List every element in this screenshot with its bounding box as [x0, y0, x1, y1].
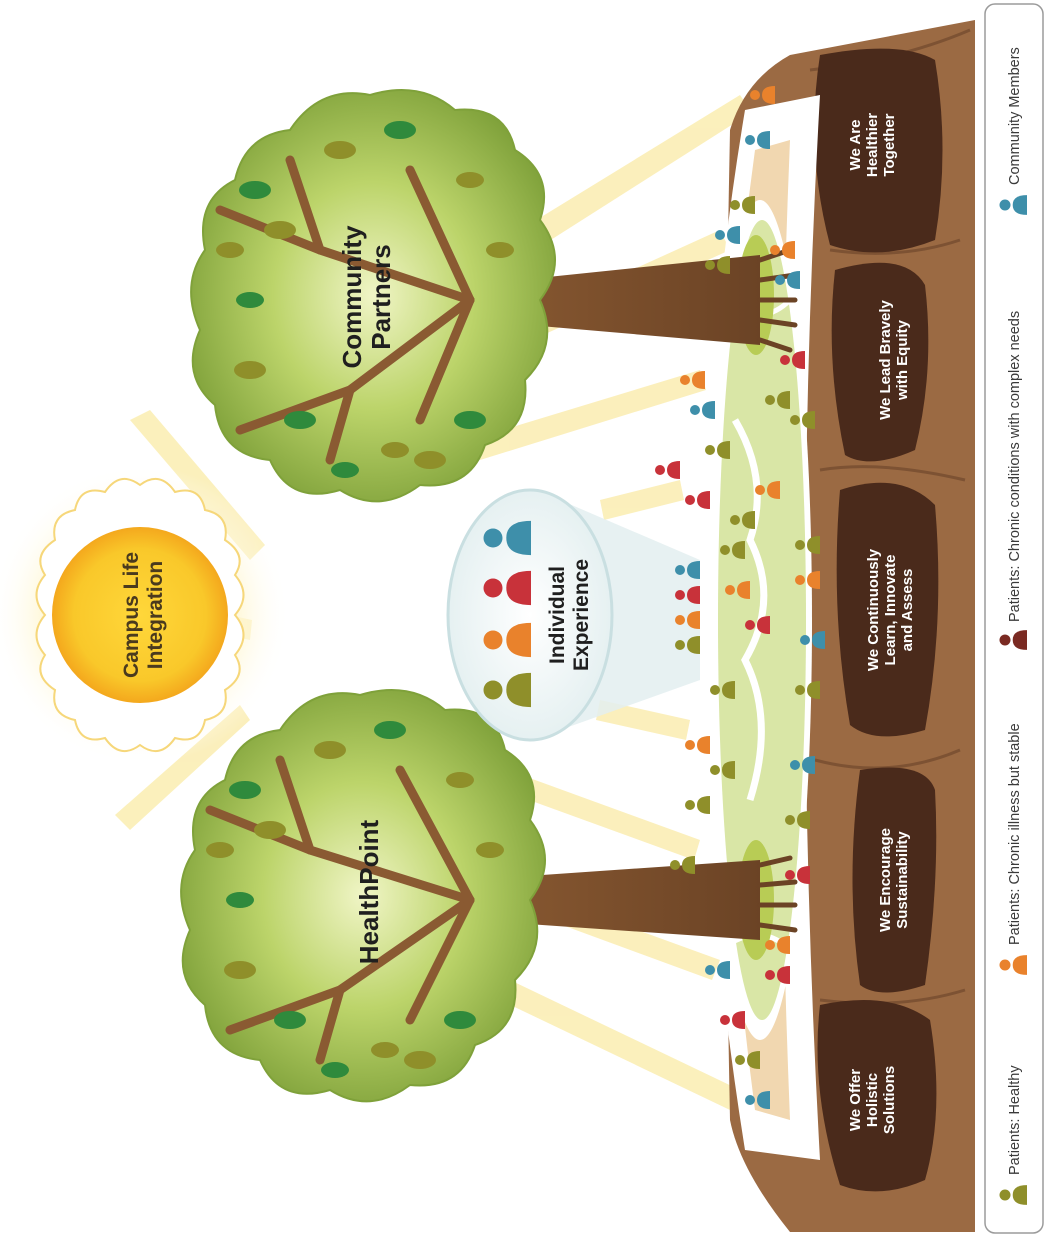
person-icon — [785, 866, 810, 884]
person-icon — [483, 622, 532, 658]
person-icon — [655, 461, 680, 479]
person-icon — [999, 955, 1028, 975]
person-icon — [765, 391, 790, 409]
person-icon — [770, 241, 795, 259]
person-icon — [765, 936, 790, 954]
person-icon — [730, 196, 755, 214]
legend-box — [984, 3, 1044, 1234]
person-icon — [745, 616, 770, 634]
person-icon — [675, 611, 700, 629]
people-layer — [483, 86, 825, 1109]
legend-label-chronic-stable: Patients: Chronic illness but stable — [1007, 723, 1023, 945]
legend-label-complex-needs: Patients: Chronic conditions with comple… — [1007, 310, 1023, 622]
person-icon — [705, 961, 730, 979]
person-icon — [685, 491, 710, 509]
tree-label-community-partners: Community Partners — [337, 225, 397, 369]
soil-value-learn-innovate: We Continuously Learn, Innovate and Asse… — [865, 548, 916, 672]
person-icon — [790, 411, 815, 429]
person-icon — [999, 630, 1028, 650]
soil-value-holistic-solutions: We Offer Holistic Solutions — [847, 1065, 898, 1135]
person-icon — [800, 631, 825, 649]
person-icon — [705, 256, 730, 274]
legend-label-healthy: Patients: Healthy — [1007, 1065, 1023, 1175]
person-icon — [730, 511, 755, 529]
person-icon — [795, 536, 820, 554]
soil-value-healthier-together: We Are Healthier Together — [847, 112, 898, 178]
soil-value-lead-bravely: We Lead Bravely with Equity — [877, 300, 911, 420]
person-icon — [705, 441, 730, 459]
tree-canopy-healthpoint — [180, 689, 546, 1103]
person-icon — [675, 636, 700, 654]
person-icon — [690, 401, 715, 419]
person-icon — [670, 856, 695, 874]
person-icon — [675, 586, 700, 604]
person-icon — [720, 541, 745, 559]
person-icon — [710, 681, 735, 699]
person-icon — [999, 195, 1028, 215]
person-icon — [483, 520, 532, 556]
person-icon — [795, 681, 820, 699]
person-icon — [720, 1011, 745, 1029]
sun-label: Campus Life Integration — [120, 551, 167, 679]
person-icon — [675, 561, 700, 579]
person-icon — [999, 1185, 1028, 1205]
person-icon — [780, 351, 805, 369]
person-icon — [795, 571, 820, 589]
person-icon — [750, 86, 775, 104]
legend-label-community-members: Community Members — [1007, 47, 1023, 185]
individual-experience-label: Individual Experience — [546, 558, 593, 672]
person-icon — [483, 672, 532, 708]
person-icon — [790, 756, 815, 774]
soil-value-sustainability: We Encourage Sustainability — [877, 828, 911, 932]
tree-canopy-community-partners — [190, 89, 556, 503]
person-icon — [680, 371, 705, 389]
person-icon — [745, 131, 770, 149]
person-icon — [785, 811, 810, 829]
person-icon — [745, 1091, 770, 1109]
individual-experience-bubble — [446, 488, 700, 742]
person-icon — [483, 570, 532, 606]
person-icon — [710, 761, 735, 779]
person-icon — [735, 1051, 760, 1069]
person-icon — [715, 226, 740, 244]
person-icon — [685, 796, 710, 814]
legend-icons — [999, 195, 1028, 1205]
tree-label-healthpoint: HealthPoint — [354, 819, 384, 965]
sun — [0, 465, 290, 765]
person-icon — [775, 271, 800, 289]
person-icon — [755, 481, 780, 499]
person-icon — [725, 581, 750, 599]
person-icon — [765, 966, 790, 984]
person-icon — [685, 736, 710, 754]
